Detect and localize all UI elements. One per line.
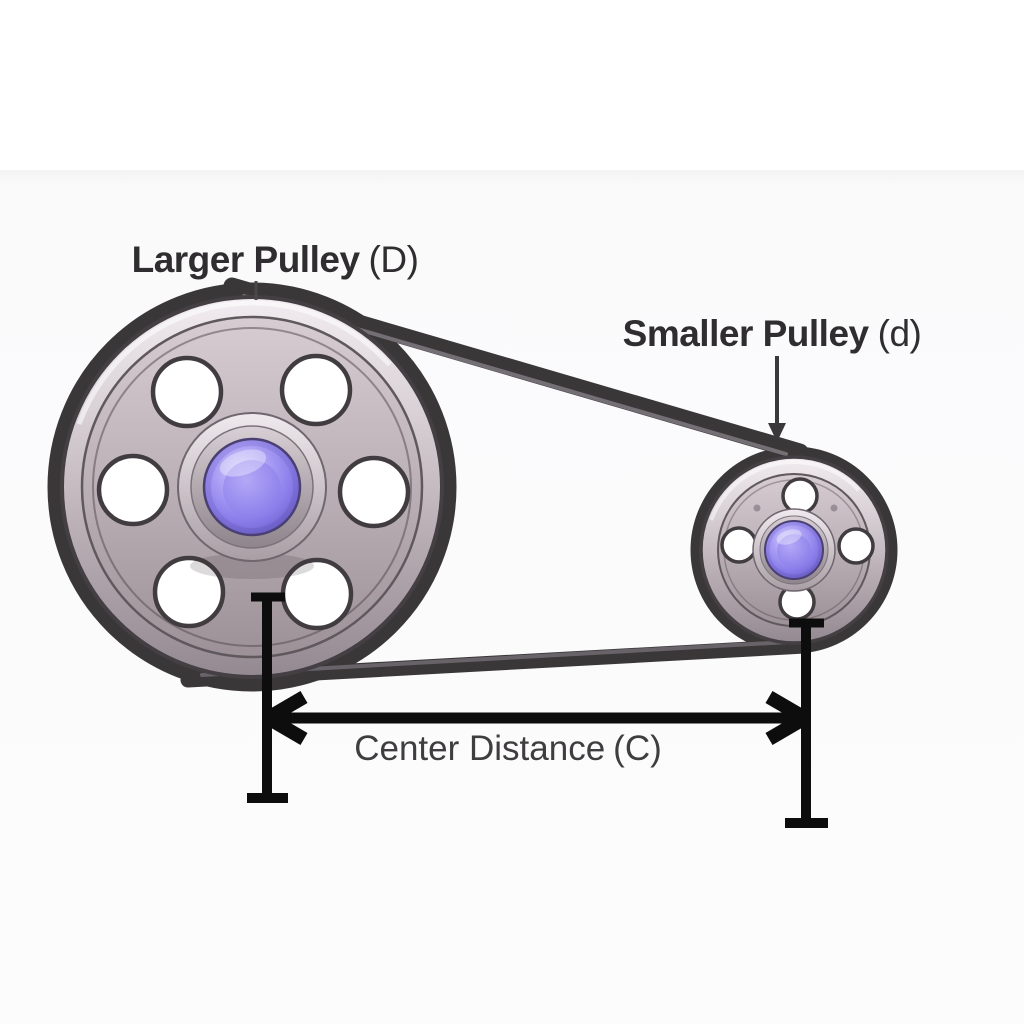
smaller-pulley-arrowhead-icon: [768, 423, 786, 442]
face-dot: [830, 504, 838, 512]
larger-pulley-label-text: Larger Pulley: [131, 239, 360, 280]
larger-pulley-hub: [177, 412, 327, 579]
pulley-hole: [96, 453, 170, 527]
smaller-pulley-label-symbol: (d): [877, 313, 922, 354]
face-dot: [753, 504, 761, 512]
larger-pulley-label: Larger Pulley(D): [131, 239, 419, 280]
larger-pulley-rim-highlight: [65, 300, 439, 674]
hub-shadow: [190, 553, 314, 579]
pulley-hole: [837, 527, 875, 565]
pulley-hole: [152, 555, 226, 629]
larger-pulley-face-ring: [92, 327, 412, 647]
pulley-hole: [150, 355, 224, 429]
center-distance-label-symbol: (C): [613, 729, 662, 768]
larger-pulley-label-symbol: (D): [368, 239, 419, 280]
larger-pulley: [60, 295, 444, 679]
pulley-hole: [781, 477, 819, 515]
hub-ball-highlight: [219, 449, 267, 477]
pulley-hole: [720, 526, 758, 564]
smaller-pulley: [699, 455, 889, 645]
larger-pulley-holes: [96, 353, 411, 631]
hub-ball-lens: [777, 534, 811, 568]
pulley-hole: [337, 455, 411, 529]
smaller-pulley-label: Smaller Pulley(d): [622, 313, 922, 354]
smaller-pulley-rim-highlight: [704, 460, 884, 640]
smaller-pulley-arrow: [768, 356, 786, 442]
dimension-arrowhead-left-icon: [264, 690, 308, 746]
hub-ball-lens: [223, 460, 281, 518]
center-distance-dimension: [247, 592, 828, 828]
pulley-hole: [279, 353, 353, 427]
center-distance-label-text: Center Distance: [354, 729, 606, 768]
smaller-pulley-label-text: Smaller Pulley: [622, 313, 869, 354]
dimension-arrowhead-right-icon: [765, 690, 809, 746]
center-distance-label: Center Distance(C): [354, 729, 662, 768]
smaller-pulley-hub: [752, 508, 836, 592]
hub-ball-highlight: [776, 529, 802, 545]
